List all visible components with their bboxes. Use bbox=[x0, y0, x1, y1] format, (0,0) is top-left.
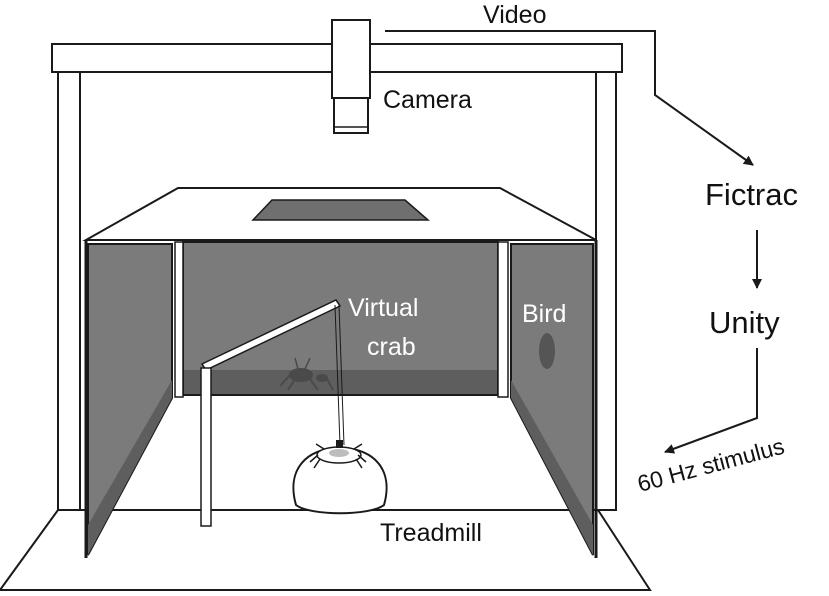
back-right-post bbox=[497, 241, 509, 398]
unity-to-stimulus-arrow bbox=[664, 348, 758, 454]
crab-on-treadmill bbox=[309, 440, 367, 469]
back-left-post bbox=[174, 241, 184, 398]
bird-stimulus-dot bbox=[539, 333, 555, 369]
video-label: Video bbox=[483, 1, 547, 29]
camera-label: Camera bbox=[383, 86, 472, 114]
virtual-crab-image bbox=[279, 357, 334, 391]
frame-left-post bbox=[57, 71, 81, 511]
lid-opening bbox=[251, 199, 431, 221]
treadmill-label: Treadmill bbox=[380, 519, 482, 547]
floor-platform bbox=[0, 509, 652, 591]
fictrac-label: Fictrac bbox=[705, 177, 798, 212]
video-arrow bbox=[385, 30, 754, 166]
unity-label: Unity bbox=[709, 305, 780, 340]
crab-label: crab bbox=[367, 333, 416, 361]
virtual-label: Virtual bbox=[348, 294, 418, 322]
camera bbox=[331, 19, 371, 134]
boom-pole bbox=[200, 367, 212, 527]
frame-right-post bbox=[595, 71, 617, 511]
stimulus-label: 60 Hz stimulus bbox=[635, 433, 787, 497]
back-screen-floor bbox=[183, 370, 498, 395]
bird-label: Bird bbox=[522, 300, 566, 328]
